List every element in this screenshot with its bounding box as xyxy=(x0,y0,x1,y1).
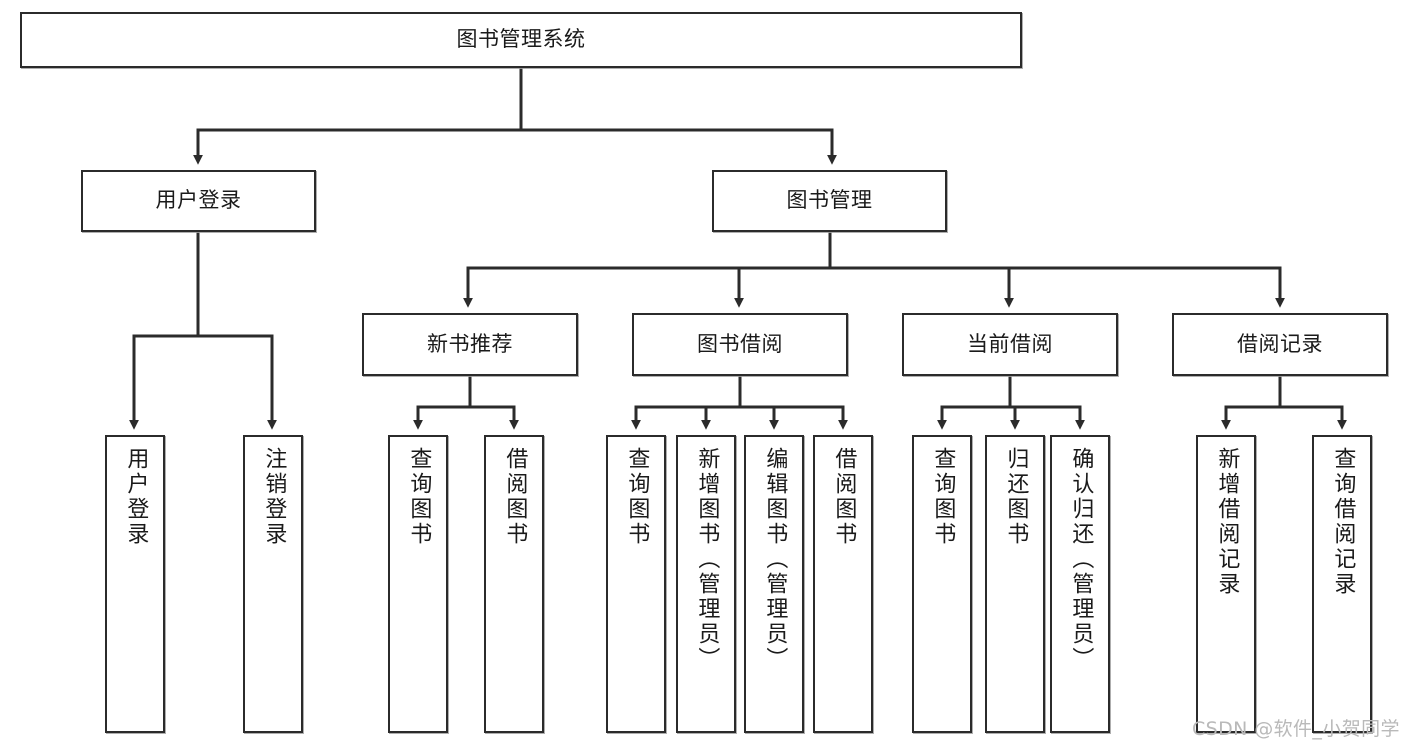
node-new-book-rec[interactable]: 新书推荐 xyxy=(362,313,578,376)
node-leaf-edit-book[interactable]: 编辑图书（管理员） xyxy=(744,435,804,733)
node-leaf-borrow-book-1[interactable]: 借阅图书 xyxy=(484,435,544,733)
node-leaf-add-record-label: 新增借阅记录 xyxy=(1214,447,1240,597)
node-leaf-user-login-label: 用户登录 xyxy=(123,447,149,547)
node-user-login[interactable]: 用户登录 xyxy=(81,170,316,232)
node-leaf-add-record[interactable]: 新增借阅记录 xyxy=(1196,435,1256,733)
node-leaf-borrow-book-2-label: 借阅图书 xyxy=(831,447,857,547)
node-leaf-query-book-3[interactable]: 查询图书 xyxy=(912,435,972,733)
node-book-manage[interactable]: 图书管理 xyxy=(712,170,947,232)
node-leaf-borrow-book-1-label: 借阅图书 xyxy=(502,447,528,547)
node-leaf-user-logout-label: 注销登录 xyxy=(261,447,287,547)
node-leaf-user-login[interactable]: 用户登录 xyxy=(105,435,165,733)
node-user-login-label: 用户登录 xyxy=(155,188,242,213)
node-borrow-record[interactable]: 借阅记录 xyxy=(1172,313,1388,376)
node-new-book-rec-label: 新书推荐 xyxy=(427,331,513,356)
node-current-borrow-label: 当前借阅 xyxy=(967,331,1053,356)
node-leaf-borrow-book-2[interactable]: 借阅图书 xyxy=(813,435,873,733)
node-current-borrow[interactable]: 当前借阅 xyxy=(902,313,1118,376)
node-leaf-query-book-2-label: 查询图书 xyxy=(624,447,650,547)
node-leaf-user-logout[interactable]: 注销登录 xyxy=(243,435,303,733)
node-leaf-query-book-1[interactable]: 查询图书 xyxy=(388,435,448,733)
node-leaf-add-book-label: 新增图书（管理员） xyxy=(694,447,720,672)
node-book-borrow-label: 图书借阅 xyxy=(697,331,783,356)
node-leaf-query-book-3-label: 查询图书 xyxy=(930,447,956,547)
watermark-text: CSDN @软件_小贺同学 xyxy=(1192,718,1400,740)
node-leaf-add-book[interactable]: 新增图书（管理员） xyxy=(676,435,736,733)
node-book-manage-label: 图书管理 xyxy=(786,188,873,213)
node-root[interactable]: 图书管理系统 xyxy=(20,12,1022,68)
node-borrow-record-label: 借阅记录 xyxy=(1237,331,1323,356)
node-leaf-return-book-label: 归还图书 xyxy=(1003,447,1029,547)
node-book-borrow[interactable]: 图书借阅 xyxy=(632,313,848,376)
node-root-label: 图书管理系统 xyxy=(456,27,586,52)
node-leaf-return-book[interactable]: 归还图书 xyxy=(985,435,1045,733)
node-leaf-confirm-return[interactable]: 确认归还（管理员） xyxy=(1050,435,1110,733)
node-leaf-edit-book-label: 编辑图书（管理员） xyxy=(762,447,788,672)
node-leaf-confirm-return-label: 确认归还（管理员） xyxy=(1068,447,1094,672)
node-leaf-query-record[interactable]: 查询借阅记录 xyxy=(1312,435,1372,733)
node-leaf-query-book-2[interactable]: 查询图书 xyxy=(606,435,666,733)
node-leaf-query-record-label: 查询借阅记录 xyxy=(1330,447,1356,597)
node-leaf-query-book-1-label: 查询图书 xyxy=(406,447,432,547)
